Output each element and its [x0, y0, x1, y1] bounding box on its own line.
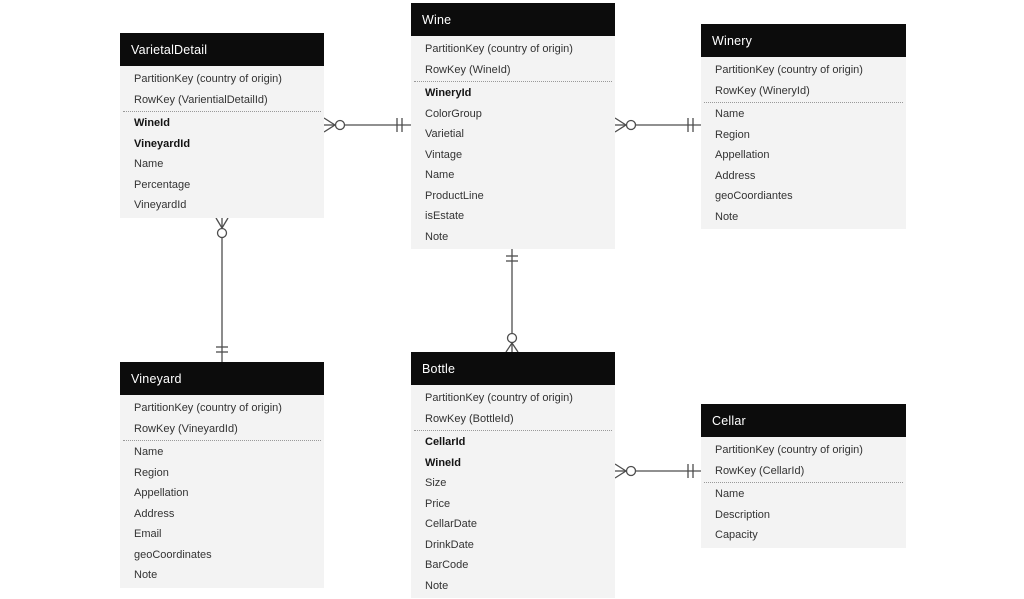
one-marker — [216, 346, 228, 353]
entity-attribute-row: WineryId — [425, 87, 472, 99]
entity-attribute-row: Vintage — [425, 148, 463, 161]
entity-attribute-row: Capacity — [715, 529, 758, 541]
entity-varietal-detail[interactable]: VarietalDetail PartitionKey (country of … — [120, 33, 324, 218]
entity-attribute-row: CellarDate — [425, 518, 477, 530]
entity-attribute-row: Price — [425, 497, 451, 510]
one-marker — [687, 464, 694, 478]
entity-attribute-row: VineyardId — [134, 137, 191, 150]
entity-title: Bottle — [411, 352, 615, 385]
entity-attribute-row: BarCode — [425, 559, 469, 571]
entity-key-row: PartitionKey (country of origin) — [715, 64, 863, 76]
entity-attribute-row: Name — [715, 488, 745, 500]
entity-attribute-row: Varietial — [425, 128, 464, 140]
entity-key-row: RowKey (BottleId) — [425, 412, 514, 425]
entity-attribute-row: Note — [425, 230, 449, 243]
entity-title: VarietalDetail — [120, 33, 324, 66]
key-attribute-divider — [414, 81, 612, 82]
entity-attribute-row: geoCoordinates — [134, 548, 212, 561]
zero-or-many-marker — [215, 217, 229, 239]
key-attribute-divider — [704, 102, 903, 103]
entity-key-row: RowKey (VarientialDetailId) — [134, 93, 268, 106]
one-marker — [687, 118, 694, 132]
entity-body: PartitionKey (country of origin) RowKey (… — [120, 66, 324, 218]
entity-attribute-row: Note — [134, 569, 158, 581]
entity-body: PartitionKey (country of origin) RowKey (… — [701, 437, 906, 548]
entity-key-row: PartitionKey (country of origin) — [134, 73, 282, 85]
entity-attribute-row: WineId — [425, 456, 461, 469]
entity-body: PartitionKey (country of origin) RowKey (… — [120, 395, 324, 588]
entity-attribute-row: Size — [425, 477, 447, 489]
entity-attribute-row: ColorGroup — [425, 107, 482, 120]
zero-or-many-marker — [614, 463, 637, 479]
entity-attribute-row: ProductLine — [425, 189, 484, 202]
entity-attribute-row: Appellation — [134, 487, 189, 499]
entity-attribute-row: VineyardId — [134, 199, 187, 211]
entity-vineyard[interactable]: Vineyard PartitionKey (country of origin… — [120, 362, 324, 588]
entity-attribute-row: Name — [134, 158, 164, 170]
entity-title: Wine — [411, 3, 615, 36]
relationship-wine-bottle — [505, 246, 519, 353]
zero-or-many-marker — [614, 117, 637, 133]
entity-attribute-row: isEstate — [425, 210, 465, 222]
entity-attribute-row: DrinkDate — [425, 538, 474, 551]
entity-bottle[interactable]: Bottle PartitionKey (country of origin) R… — [411, 352, 615, 598]
relationship-varietaldetail-wine — [323, 117, 411, 133]
entity-key-row: RowKey (VineyardId) — [134, 422, 238, 435]
entity-title: Cellar — [701, 404, 906, 437]
key-attribute-divider — [123, 440, 321, 441]
key-attribute-divider — [704, 482, 903, 483]
key-attribute-divider — [414, 430, 612, 431]
entity-attribute-row: Note — [715, 210, 739, 223]
entity-attribute-row: WineId — [134, 117, 170, 129]
entity-attribute-row: Address — [134, 507, 175, 520]
entity-cellar[interactable]: Cellar PartitionKey (country of origin) R… — [701, 404, 906, 548]
entity-title: Vineyard — [120, 362, 324, 395]
entity-key-row: RowKey (WineId) — [425, 63, 511, 76]
relationship-wine-winery — [614, 117, 701, 133]
entity-body: PartitionKey (country of origin) RowKey (… — [411, 385, 615, 598]
entity-attribute-row: CellarId — [425, 436, 466, 448]
entity-wine[interactable]: Wine PartitionKey (country of origin) Row… — [411, 3, 615, 249]
entity-attribute-row: Region — [134, 466, 169, 479]
one-marker — [396, 118, 403, 132]
entity-key-row: PartitionKey (country of origin) — [715, 444, 863, 456]
entity-attribute-row: Percentage — [134, 178, 191, 191]
entity-attribute-row: Description — [715, 508, 771, 521]
zero-or-many-marker — [323, 117, 346, 133]
zero-or-many-marker — [505, 332, 519, 353]
entity-attribute-row: Region — [715, 128, 750, 141]
entity-attribute-row: Appellation — [715, 149, 770, 161]
entity-title: Winery — [701, 24, 906, 57]
key-attribute-divider — [123, 111, 321, 112]
entity-attribute-row: Name — [425, 169, 455, 181]
relationship-varietaldetail-vineyard — [215, 217, 229, 362]
entity-attribute-row: Address — [715, 169, 756, 182]
entity-key-row: PartitionKey (country of origin) — [425, 43, 573, 55]
entity-key-row: RowKey (WineryId) — [715, 84, 810, 97]
entity-attribute-row: Name — [715, 108, 745, 120]
entity-key-row: PartitionKey (country of origin) — [134, 402, 282, 414]
entity-attribute-row: Note — [425, 579, 449, 592]
entity-body: PartitionKey (country of origin) RowKey (… — [411, 36, 615, 249]
entity-attribute-row: Email — [134, 528, 162, 540]
entity-key-row: RowKey (CellarId) — [715, 464, 805, 477]
entity-body: PartitionKey (country of origin) RowKey (… — [701, 57, 906, 229]
relationship-bottle-cellar — [614, 463, 701, 479]
entity-attribute-row: geoCoordiantes — [715, 190, 793, 202]
entity-winery[interactable]: Winery PartitionKey (country of origin) R… — [701, 24, 906, 229]
entity-attribute-row: Name — [134, 446, 164, 458]
one-marker — [506, 255, 518, 262]
entity-key-row: PartitionKey (country of origin) — [425, 392, 573, 404]
